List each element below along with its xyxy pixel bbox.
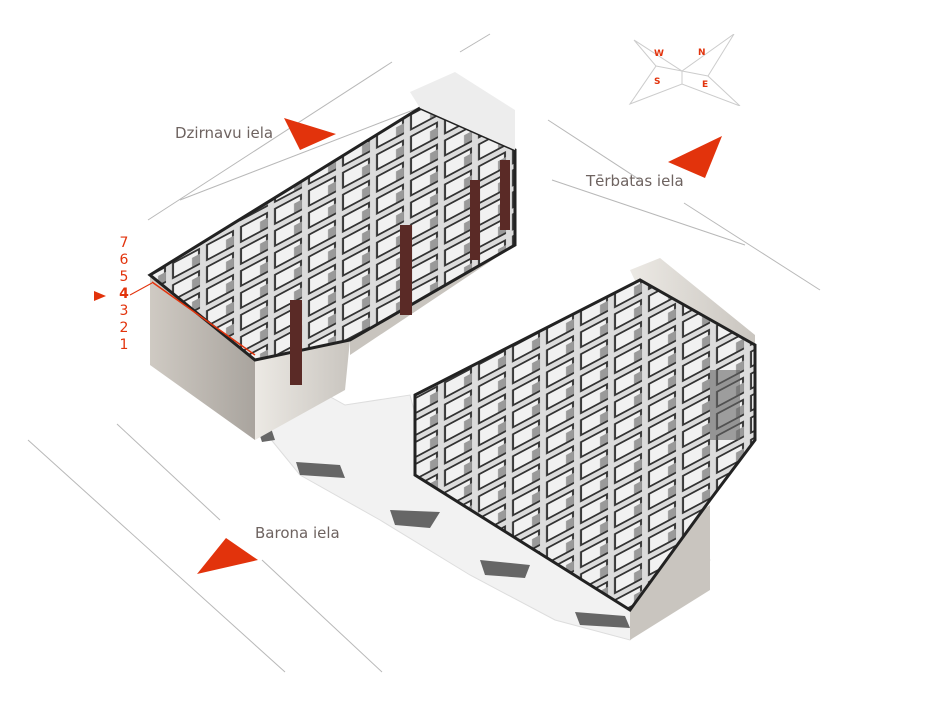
street-line	[147, 61, 393, 221]
compass-e: E	[702, 80, 709, 90]
street-lines	[27, 33, 821, 673]
street-line	[179, 91, 461, 201]
floor-7[interactable]: 7	[119, 235, 129, 251]
floor-2[interactable]: 2	[119, 320, 129, 336]
street-label-terbatas: Tērbatas iela	[586, 172, 684, 190]
compass-s: S	[654, 77, 661, 87]
floor-1[interactable]: 1	[119, 337, 129, 353]
street-line	[683, 202, 821, 291]
ground-windows	[258, 425, 630, 628]
compass-n: N	[698, 48, 706, 58]
floor-3[interactable]: 3	[119, 303, 129, 319]
street-line	[27, 439, 286, 673]
building-a	[147, 72, 517, 440]
floor-5[interactable]: 5	[119, 269, 129, 285]
street-label-dzirnavu: Dzirnavu iela	[175, 124, 274, 142]
floor-4[interactable]: 4	[119, 286, 129, 302]
floor-selector: 7 6 5 4 3 2 1	[112, 235, 136, 354]
street-line	[547, 119, 641, 181]
street-label-barona: Barona iela	[255, 524, 340, 542]
dzirnavu-arrow	[284, 118, 336, 150]
terbatas-arrow	[668, 136, 722, 178]
barona-arrow	[197, 538, 258, 574]
floor-6[interactable]: 6	[119, 252, 129, 268]
compass-w: W	[654, 49, 664, 59]
selected-floor-pointer-icon	[94, 291, 106, 301]
building-b	[413, 258, 757, 640]
street-line	[261, 559, 383, 673]
street-line	[116, 423, 221, 521]
street-line	[459, 33, 491, 53]
selected-floor-line	[151, 281, 256, 356]
street-line	[551, 179, 746, 246]
compass-icon: W N S E	[626, 34, 742, 106]
